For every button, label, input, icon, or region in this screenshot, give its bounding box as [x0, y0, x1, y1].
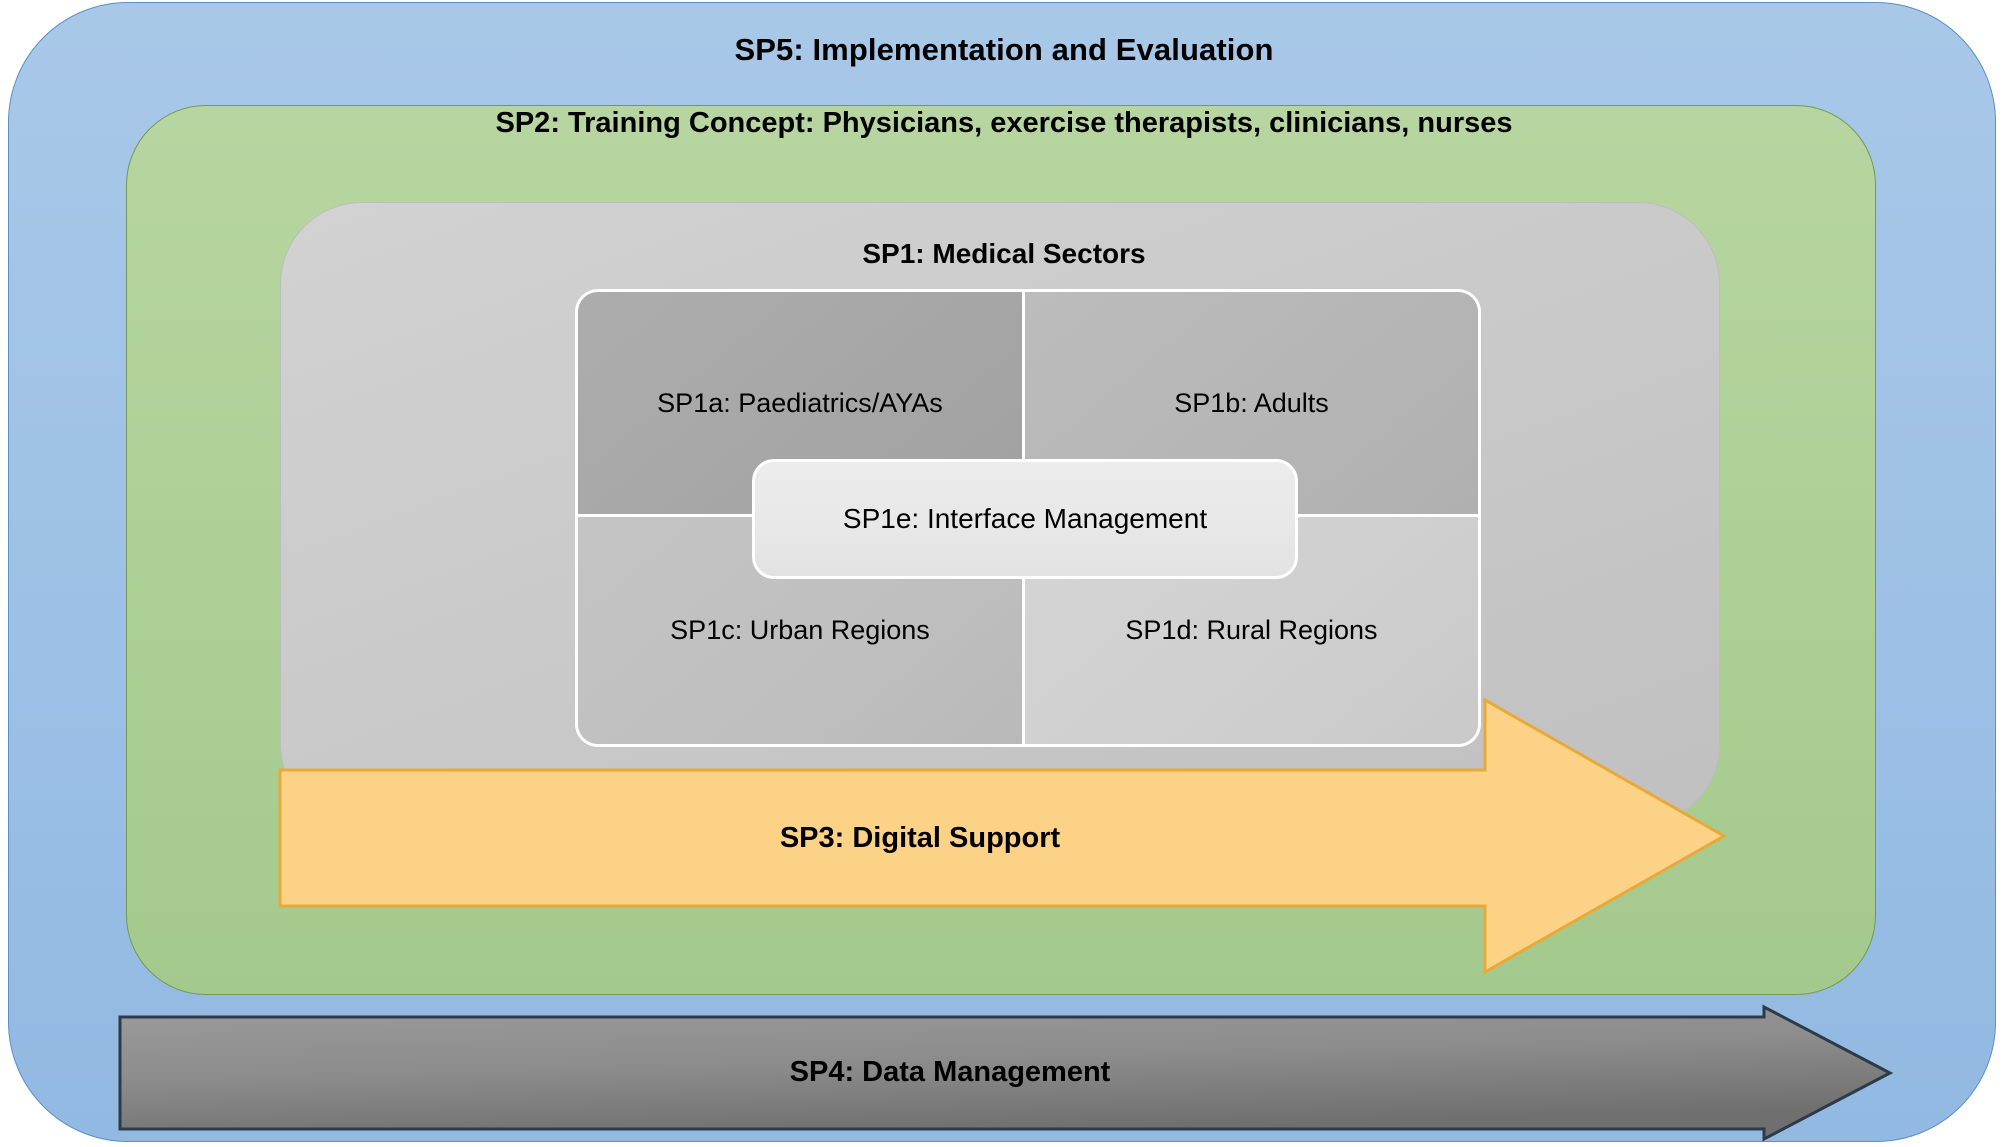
sp3-digital-support-arrow[interactable]	[278, 697, 1728, 975]
sp4-data-management-arrow[interactable]	[118, 1004, 1894, 1142]
sp5-label: SP5: Implementation and Evaluation	[734, 32, 1274, 67]
quadrant-sp1d-label: SP1d: Rural Regions	[1125, 615, 1378, 645]
quadrant-sp1c-label: SP1c: Urban Regions	[670, 615, 930, 645]
right-arrow-icon	[118, 1004, 1894, 1142]
sp4-label: SP4: Data Management	[789, 1056, 1111, 1088]
quadrant-sp1a-label: SP1a: Paediatrics/AYAs	[657, 387, 943, 418]
sp1e-label: SP1e: Interface Management	[842, 503, 1208, 534]
quadrant-sp1b-label: SP1b: Adults	[1174, 387, 1329, 418]
sp1e-interface-management-box[interactable]: SP1e: Interface Management	[752, 459, 1298, 579]
sp1-label: SP1: Medical Sectors	[862, 238, 1146, 269]
right-arrow-icon	[278, 697, 1728, 975]
sp2-label: SP2: Training Concept: Physicians, exerc…	[495, 107, 1513, 139]
sp3-label: SP3: Digital Support	[779, 822, 1061, 854]
